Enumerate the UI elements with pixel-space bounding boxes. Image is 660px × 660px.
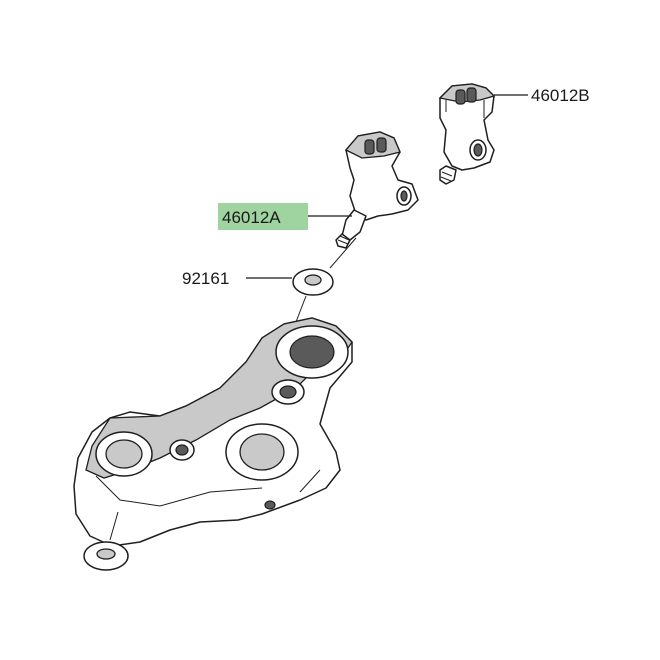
handlebar-clamp-46012b[interactable] [438, 83, 496, 185]
assembly-line-lower [295, 295, 307, 323]
label-92161: 92161 [182, 269, 229, 288]
steering-stem-head[interactable] [73, 317, 353, 547]
handlebar-clamp-46012a[interactable] [335, 131, 419, 249]
lower-washer[interactable] [83, 541, 129, 571]
label-46012b: 46012B [531, 86, 590, 105]
assembly-line-upper [329, 237, 357, 269]
washer-92161[interactable] [292, 268, 334, 296]
assembly-line-left [109, 511, 119, 541]
label-46012a-highlight [218, 203, 308, 230]
label-46012a: 46012A [222, 208, 281, 227]
